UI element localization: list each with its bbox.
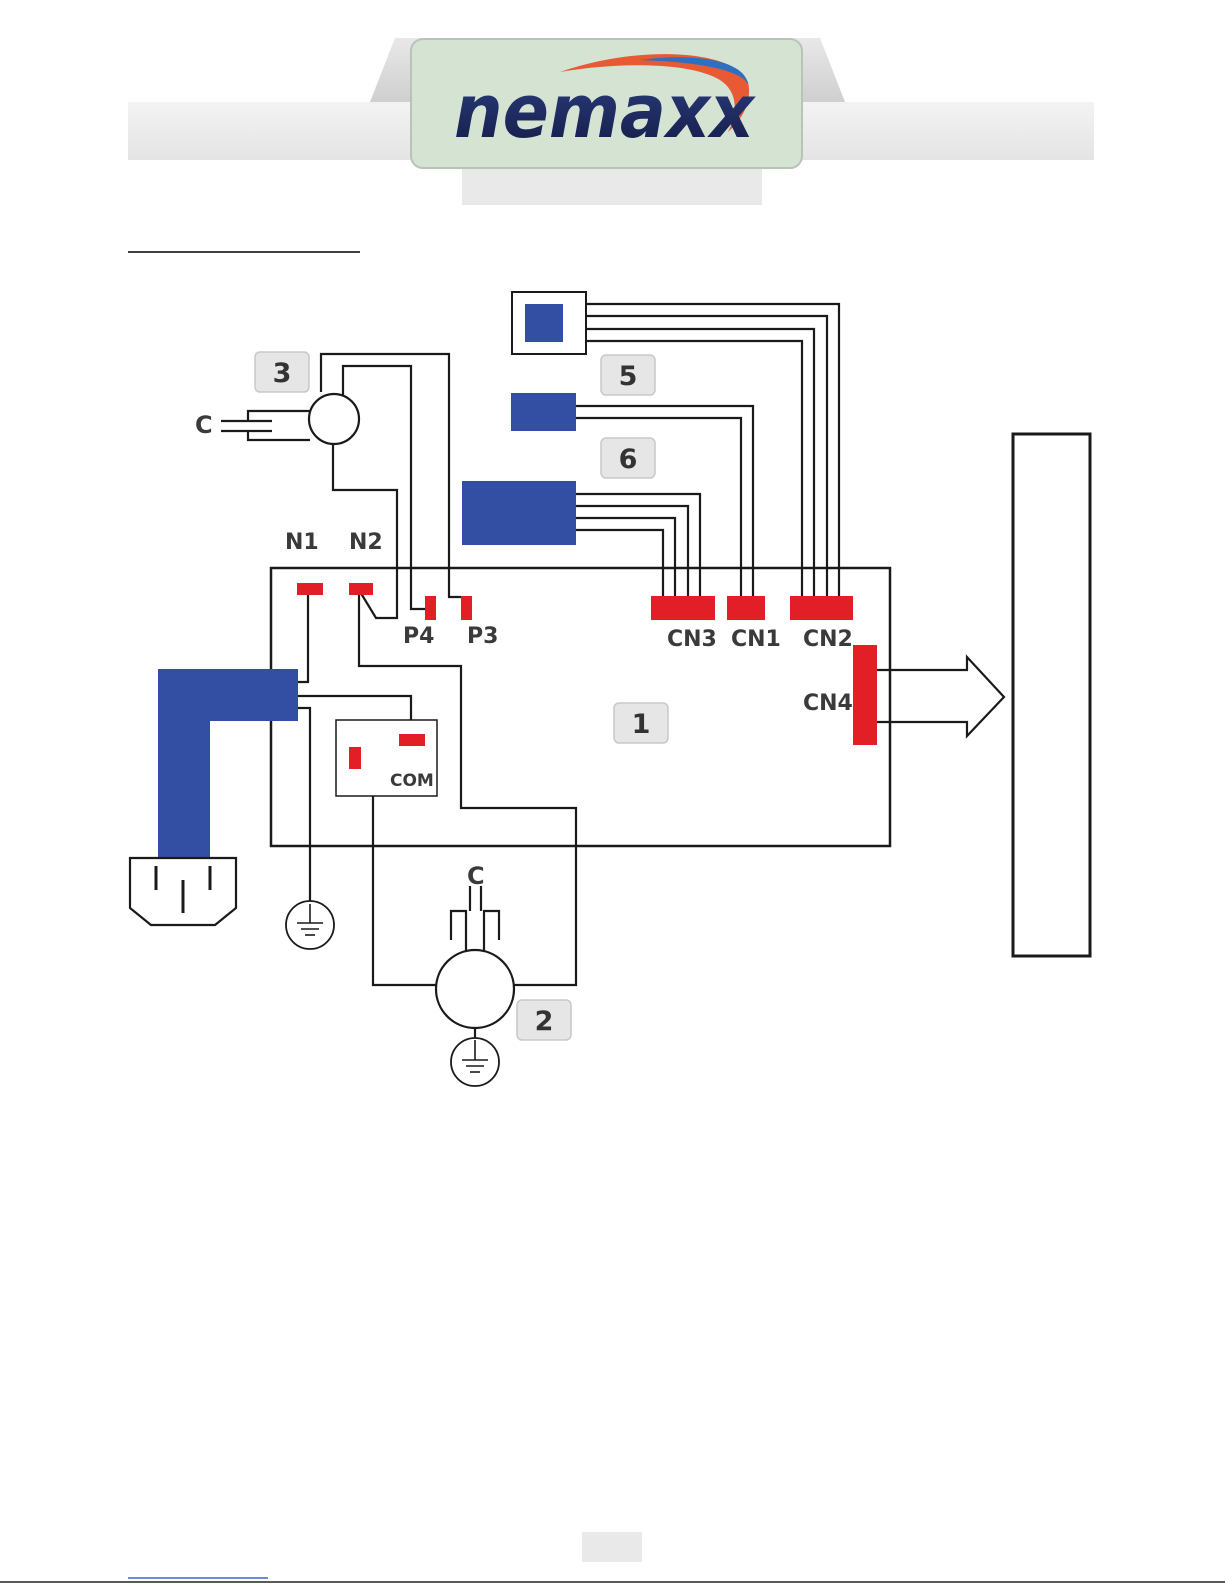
capacitor-top-wire-upper xyxy=(248,411,310,421)
relay: COM xyxy=(336,720,437,796)
label-n2: N2 xyxy=(349,530,383,555)
relay-com-label: COM xyxy=(390,771,434,791)
label-cn2: CN2 xyxy=(803,627,853,652)
ground-icon xyxy=(286,901,334,949)
brand-logo: nemaxx xyxy=(454,54,756,155)
label-cn4: CN4 xyxy=(803,691,853,716)
motor-icon xyxy=(309,394,359,444)
label-cn3: CN3 xyxy=(667,627,717,652)
wire-lg-cn3-d xyxy=(576,530,663,596)
component-5-sensor xyxy=(525,304,563,342)
wire-lg-cn3-a xyxy=(576,494,700,596)
badge-3: 3 xyxy=(255,352,309,392)
badge-6-label: 6 xyxy=(619,444,638,475)
cn4-arrow xyxy=(874,657,1004,736)
component-5 xyxy=(512,292,586,354)
capacitor-top-wire-lower xyxy=(248,431,310,440)
connector-cn4 xyxy=(853,645,877,745)
badge-2: 2 xyxy=(517,1000,571,1040)
label-p4: P4 xyxy=(403,624,434,649)
relay-contact-left xyxy=(349,747,361,769)
component-large xyxy=(462,481,576,545)
badge-1: 1 xyxy=(614,703,668,743)
connector-cn2 xyxy=(790,596,853,620)
wire-plug-ground xyxy=(298,708,310,904)
badge-1-label: 1 xyxy=(632,709,651,740)
connector-p4 xyxy=(425,596,436,620)
badge-3-label: 3 xyxy=(273,358,292,389)
badge-5-label: 5 xyxy=(619,361,638,392)
connector-n1 xyxy=(297,583,323,595)
label-p3: P3 xyxy=(467,624,498,649)
wire-lg-cn3-b xyxy=(576,506,688,596)
motor-top xyxy=(221,394,359,444)
display-panel xyxy=(1013,434,1090,956)
power-plug-icon xyxy=(130,858,236,925)
footer xyxy=(0,1532,1225,1582)
footer-page-tab xyxy=(582,1532,642,1562)
badge-6: 6 xyxy=(601,438,655,478)
brand-name: nemaxx xyxy=(454,69,756,155)
badge-2-label: 2 xyxy=(535,1006,554,1037)
power-cord-vertical xyxy=(158,669,210,860)
wire-n1-plug xyxy=(298,590,308,682)
ground-icon xyxy=(451,1038,499,1086)
header-subtab xyxy=(462,168,762,205)
connector-p3 xyxy=(461,596,472,620)
connector-cn3 xyxy=(651,596,715,620)
motor-bottom xyxy=(436,886,514,1040)
component-6 xyxy=(511,393,576,431)
badge-5: 5 xyxy=(601,355,655,395)
wire-motor3-p4 xyxy=(343,366,426,609)
capacitor-top-label: C xyxy=(195,411,213,439)
capacitor-bottom-label: C xyxy=(467,862,485,890)
relay-contact-right xyxy=(399,734,425,746)
label-cn1: CN1 xyxy=(731,627,781,652)
label-n1: N1 xyxy=(285,530,319,555)
header: nemaxx xyxy=(128,38,1094,205)
motor-icon xyxy=(436,950,514,1028)
power-cord xyxy=(158,669,298,860)
connector-cn1 xyxy=(727,596,765,620)
capacitor-top xyxy=(221,411,310,440)
connector-n2 xyxy=(349,583,373,595)
